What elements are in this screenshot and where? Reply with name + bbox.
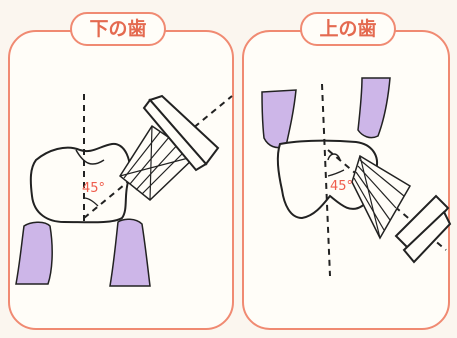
upper-molar (276, 139, 378, 220)
lower-gum-right (109, 218, 151, 287)
upper-gum-left (261, 89, 297, 149)
upper-teeth-drawing: 45° (261, 77, 452, 277)
lower-gum-left (15, 221, 53, 285)
upper-gum-right (357, 77, 391, 139)
upper-toothbrush (351, 154, 452, 264)
lower-angle-label: 45° (82, 181, 105, 196)
lower-toothbrush (119, 94, 220, 201)
lower-molar (29, 142, 131, 224)
upper-teeth-title: 上の歯 (300, 12, 396, 46)
lower-angle-axis (83, 95, 233, 219)
upper-angle-label: 45° (330, 179, 353, 194)
lower-teeth-title: 下の歯 (70, 12, 166, 46)
lower-teeth-drawing: 45° (15, 94, 233, 287)
